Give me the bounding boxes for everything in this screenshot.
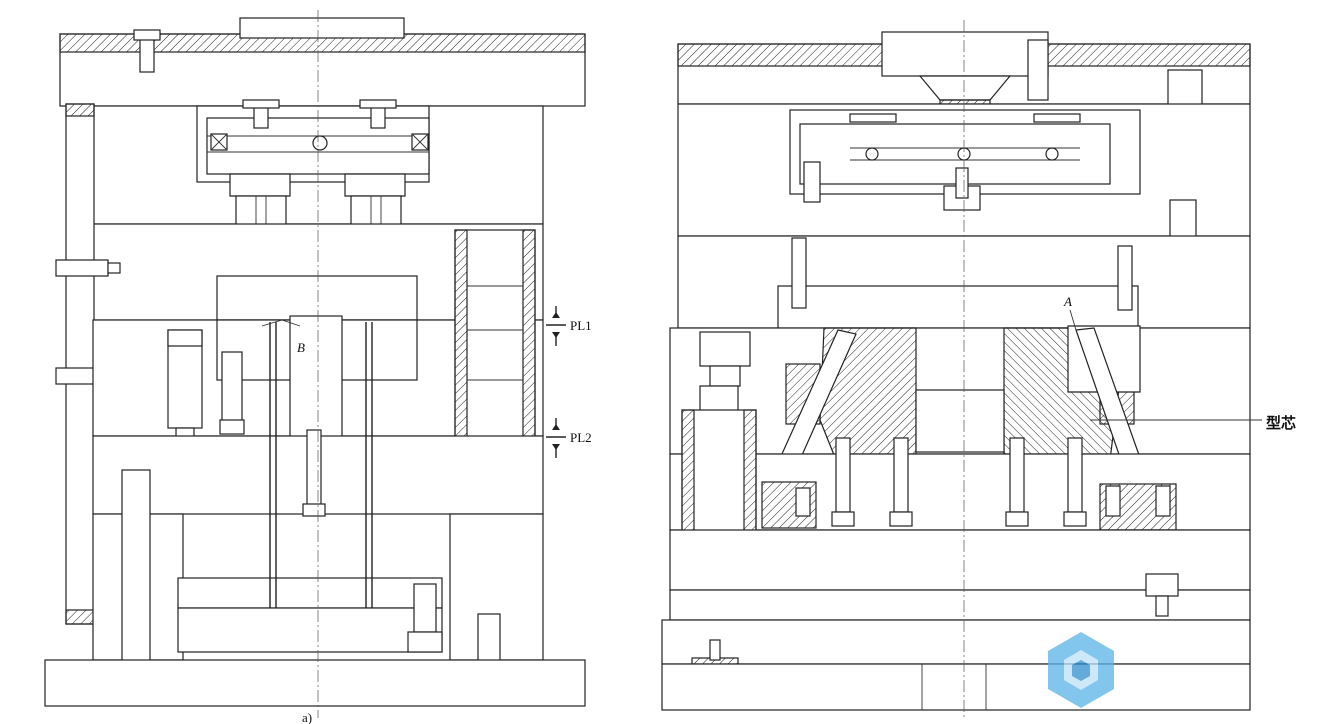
figure-a: PL1 PL2 B a)	[44, 10, 592, 724]
core-insert	[289, 315, 343, 453]
ejector-retainer-plate	[177, 577, 443, 609]
bottom-clamp-plate	[44, 659, 586, 707]
label-pl2: PL2	[570, 430, 592, 445]
ejector-plate	[177, 607, 443, 653]
label-detail-b: B	[297, 340, 305, 355]
latch-housing	[454, 229, 536, 441]
guide-column	[65, 103, 95, 625]
b-locating-ring	[881, 31, 1049, 77]
parting-line-1-marker	[546, 306, 566, 346]
b-bottom-clamp-plate	[661, 663, 1251, 711]
locating-ring	[239, 17, 405, 39]
figure-a-caption: a)	[302, 710, 312, 724]
label-core: 型芯	[1266, 414, 1296, 432]
parting-line-2-marker	[546, 418, 566, 458]
watermark-cube-logo	[1048, 632, 1114, 708]
b-ejector-plate	[661, 619, 1251, 665]
b-ejector-retainer	[669, 589, 1251, 621]
figure-b: A 型芯	[661, 20, 1296, 718]
label-pl1: PL1	[570, 318, 592, 333]
label-detail-a: A	[1063, 294, 1072, 309]
b-manifold	[799, 123, 1111, 185]
